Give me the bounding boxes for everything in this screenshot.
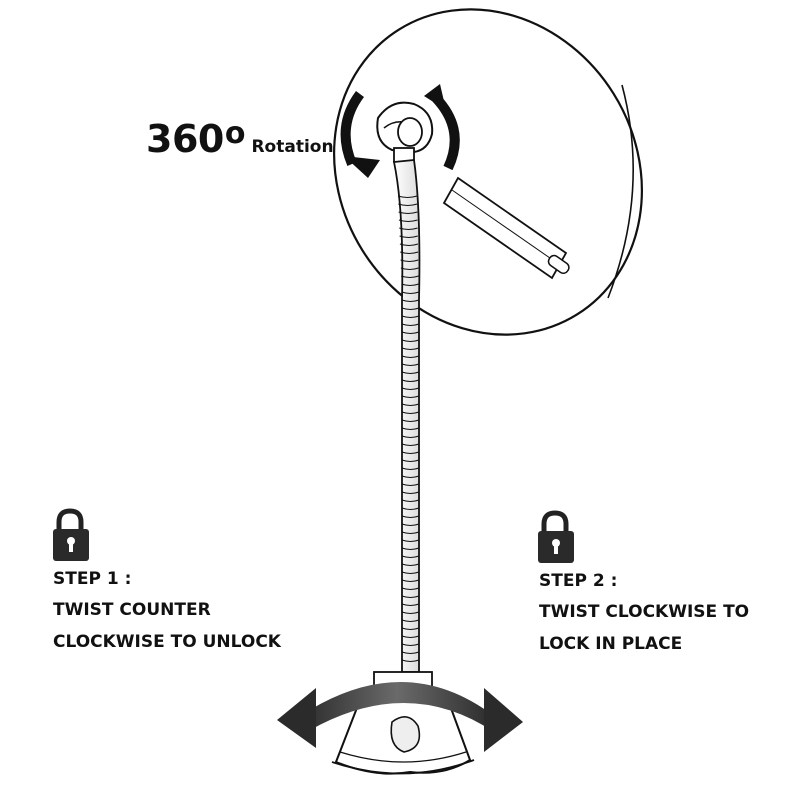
arm-segment xyxy=(401,451,420,455)
arm-segment xyxy=(401,331,420,335)
arm-segment xyxy=(401,419,420,423)
arm-segment xyxy=(401,659,420,663)
degree-symbol: o xyxy=(224,116,246,151)
arm-segment xyxy=(401,467,420,471)
arm-segment xyxy=(398,219,418,223)
arm-segment xyxy=(399,227,418,231)
arm-segment xyxy=(401,395,420,399)
step-2-line-2: LOCK IN PLACE xyxy=(539,634,683,654)
arm-segment xyxy=(401,635,420,639)
rotation-value: 360 xyxy=(146,117,224,161)
arm-segment xyxy=(401,275,419,279)
arm-segment xyxy=(401,507,420,511)
arm-segment xyxy=(398,203,418,207)
arm-segment xyxy=(401,387,420,391)
arm-segment xyxy=(401,539,420,543)
arm-segment xyxy=(401,555,420,559)
arm-segment xyxy=(401,547,420,551)
arm-segment xyxy=(401,355,420,359)
arm-segment xyxy=(401,611,420,615)
arm-segment xyxy=(401,379,420,383)
arm-segment xyxy=(399,235,418,239)
arm-segment xyxy=(401,523,420,527)
arm-segment xyxy=(401,651,420,655)
step-1-line-1: TWIST COUNTER xyxy=(53,600,211,620)
arm-segment xyxy=(401,347,420,351)
step-2-line-1: TWIST CLOCKWISE TO xyxy=(539,602,750,622)
light-bar xyxy=(442,176,570,280)
arm-segment xyxy=(401,411,420,415)
arm-segment xyxy=(401,491,420,495)
arm-segment xyxy=(401,435,420,439)
arm-segment xyxy=(401,283,419,287)
arm-segment xyxy=(401,291,420,295)
arm-segment xyxy=(401,475,420,479)
arm-segment xyxy=(401,531,420,535)
padlock-unlocked-icon xyxy=(53,508,89,561)
mirror-disc xyxy=(333,8,643,336)
arm-segment xyxy=(401,563,420,567)
arm-segment xyxy=(399,243,419,247)
arm-segment xyxy=(401,339,420,343)
arm-segment xyxy=(401,579,420,583)
arm-segment xyxy=(401,371,420,375)
arm-segment xyxy=(401,483,420,487)
twist-direction-arrow xyxy=(277,682,523,752)
arm-segment xyxy=(401,459,420,463)
arm-segment xyxy=(401,307,420,311)
arm-segment xyxy=(401,627,420,631)
step-1-heading: STEP 1 : xyxy=(53,569,132,589)
arm-segment xyxy=(400,259,419,263)
step-2-heading: STEP 2 : xyxy=(539,571,618,591)
arm-segment xyxy=(401,603,420,607)
arm-segment xyxy=(401,499,420,503)
arm-segment xyxy=(401,443,420,447)
arm-segment xyxy=(401,571,420,575)
gooseneck-arm xyxy=(392,159,421,673)
rotation-arrows-icon xyxy=(340,84,460,178)
arm-segment xyxy=(401,403,420,407)
arm-segment xyxy=(401,315,420,319)
arm-segment xyxy=(401,427,420,431)
arm-segment xyxy=(397,195,418,199)
arm-segment xyxy=(401,515,420,519)
arm-segment xyxy=(401,299,420,303)
step-1-line-2: CLOCKWISE TO UNLOCK xyxy=(53,632,281,652)
arm-segment xyxy=(401,619,420,623)
arm-segment xyxy=(401,323,420,327)
arm-segment xyxy=(401,595,420,599)
rotation-text: Rotation xyxy=(251,137,334,157)
arm-segment xyxy=(398,211,418,215)
arm-segment xyxy=(401,587,420,591)
arm-segment xyxy=(400,267,419,271)
padlock-locked-icon xyxy=(538,510,574,563)
ball-joint xyxy=(376,101,434,163)
arm-segment xyxy=(401,643,420,647)
arm-segment xyxy=(400,251,419,255)
arm-segment xyxy=(401,363,420,367)
